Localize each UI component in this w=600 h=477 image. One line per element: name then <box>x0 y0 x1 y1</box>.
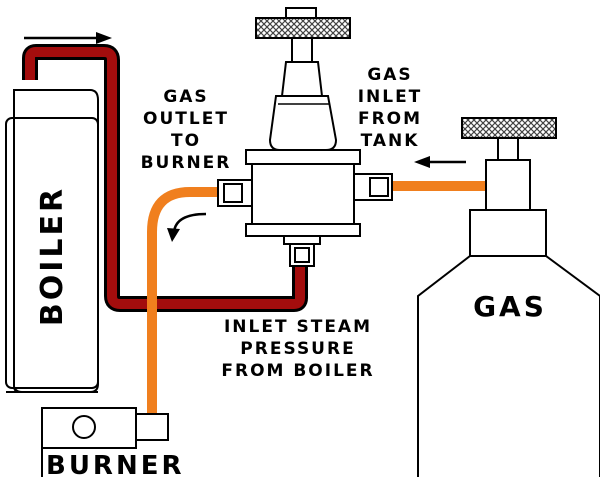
svg-text:GAS: GAS <box>367 65 412 85</box>
svg-text:BURNER: BURNER <box>141 153 232 173</box>
gas-line-to-burner <box>147 187 220 420</box>
flow-arrow-steam <box>24 32 112 44</box>
burner <box>41 407 169 477</box>
regulator <box>217 7 393 267</box>
flow-arrow-tank <box>414 156 466 168</box>
svg-text:INLET: INLET <box>358 87 423 107</box>
steam-pipe <box>25 47 305 309</box>
svg-text:TO: TO <box>171 131 201 151</box>
gas-tank <box>417 117 600 477</box>
gas-outlet-label: GAS OUTLET TO BURNER <box>141 87 232 173</box>
steam-line <box>22 44 308 312</box>
gas-inlet-label: GAS INLET FROM TANK <box>358 65 423 151</box>
svg-text:FROM: FROM <box>358 109 422 129</box>
boiler-label: BOILER <box>35 186 70 326</box>
svg-text:FROM BOILER: FROM BOILER <box>221 361 374 381</box>
gas-tank-label: GAS <box>473 290 547 323</box>
inlet-steam-label: INLET STEAM PRESSURE FROM BOILER <box>221 317 374 381</box>
svg-text:GAS: GAS <box>163 87 208 107</box>
svg-text:INLET STEAM: INLET STEAM <box>224 317 372 337</box>
svg-text:PRESSURE: PRESSURE <box>240 339 355 359</box>
flow-arrow-burner <box>167 212 207 242</box>
burner-port <box>72 415 96 439</box>
svg-text:TANK: TANK <box>361 131 420 151</box>
burner-label: BURNER <box>46 451 185 477</box>
svg-text:OUTLET: OUTLET <box>143 109 229 129</box>
tank-knob <box>461 117 557 139</box>
regulator-knob <box>255 17 351 39</box>
boiler <box>5 89 99 393</box>
